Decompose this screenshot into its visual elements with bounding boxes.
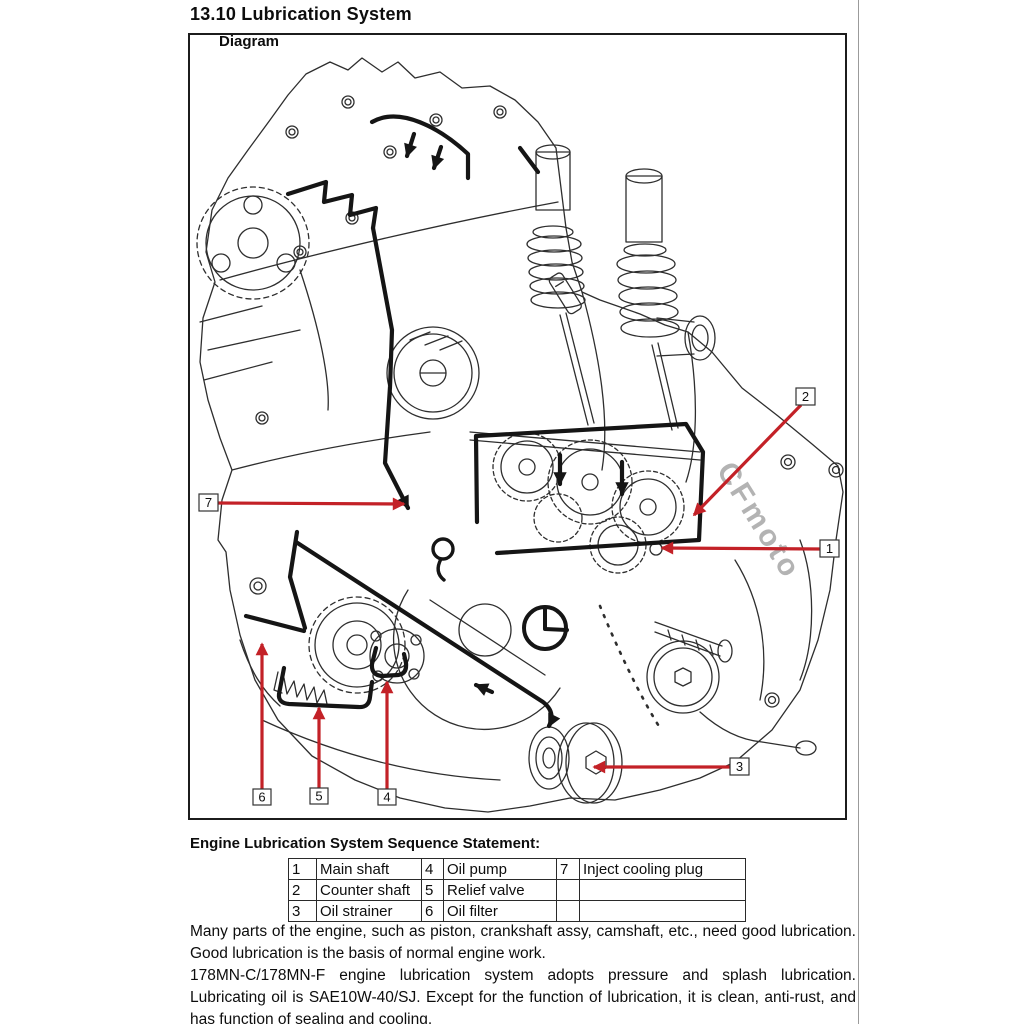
body-text: Many parts of the engine, such as piston… — [190, 921, 856, 1024]
legend-row-1: 1 Main shaft 4 Oil pump 7 Inject cooling… — [288, 858, 746, 880]
svg-text:3: 3 — [736, 759, 743, 774]
callout-box-2: 2 — [795, 387, 816, 406]
body-paragraph-2: 178MN-C/178MN-F engine lubrication syste… — [190, 967, 856, 1024]
svg-text:1: 1 — [826, 541, 833, 556]
svg-text:2: 2 — [802, 389, 809, 404]
legend-table: 1 Main shaft 4 Oil pump 7 Inject cooling… — [288, 858, 746, 922]
page-title: 13.10 Lubrication System — [190, 4, 412, 24]
legend-part: Counter shaft — [316, 879, 422, 901]
svg-text:7: 7 — [205, 495, 212, 510]
engine-line-art — [196, 57, 844, 813]
svg-text:5: 5 — [315, 789, 322, 804]
callout-box-5: 5 — [309, 787, 329, 805]
legend-part: Oil pump — [443, 858, 557, 880]
legend-num: 5 — [421, 879, 444, 901]
diagram-label: Diagram — [219, 33, 280, 50]
legend-part: Oil filter — [443, 900, 557, 922]
engine-diagram-svg: CFmoto — [196, 57, 844, 813]
body-paragraph-1: Many parts of the engine, such as piston… — [190, 923, 856, 962]
engine-brand-logo: CFmoto — [710, 456, 808, 585]
legend-part — [579, 879, 746, 901]
legend-num: 6 — [421, 900, 444, 922]
svg-text:4: 4 — [383, 790, 390, 805]
callout-box-1: 1 — [819, 539, 840, 558]
legend-num — [556, 879, 580, 901]
callout-box-3: 3 — [729, 757, 750, 776]
callout-arrow-2 — [692, 403, 803, 517]
legend-num — [556, 900, 580, 922]
legend-num: 2 — [288, 879, 317, 901]
callout-arrow-1 — [660, 541, 822, 555]
callout-boxes: 2 1 7 3 6 — [198, 387, 840, 806]
legend-num: 3 — [288, 900, 317, 922]
legend-row-3: 3 Oil strainer 6 Oil filter — [288, 900, 746, 922]
callout-box-4: 4 — [377, 788, 397, 806]
legend-row-2: 2 Counter shaft 5 Relief valve — [288, 879, 746, 901]
legend-part: Main shaft — [316, 858, 422, 880]
legend-part: Oil strainer — [316, 900, 422, 922]
statement-heading: Engine Lubrication System Sequence State… — [190, 835, 541, 852]
legend-num: 1 — [288, 858, 317, 880]
legend-part: Inject cooling plug — [579, 858, 746, 880]
oil-passage-lines — [243, 114, 706, 729]
legend-part: Relief valve — [443, 879, 557, 901]
svg-text:6: 6 — [258, 790, 265, 805]
page-right-rule — [858, 0, 859, 1024]
callout-box-6: 6 — [252, 788, 272, 806]
callout-box-7: 7 — [198, 493, 219, 512]
legend-num: 4 — [421, 858, 444, 880]
legend-num: 7 — [556, 858, 580, 880]
callout-arrows — [216, 403, 822, 789]
legend-part — [579, 900, 746, 922]
diagram-panel: Diagram — [188, 33, 847, 820]
callout-arrow-7 — [216, 497, 406, 511]
